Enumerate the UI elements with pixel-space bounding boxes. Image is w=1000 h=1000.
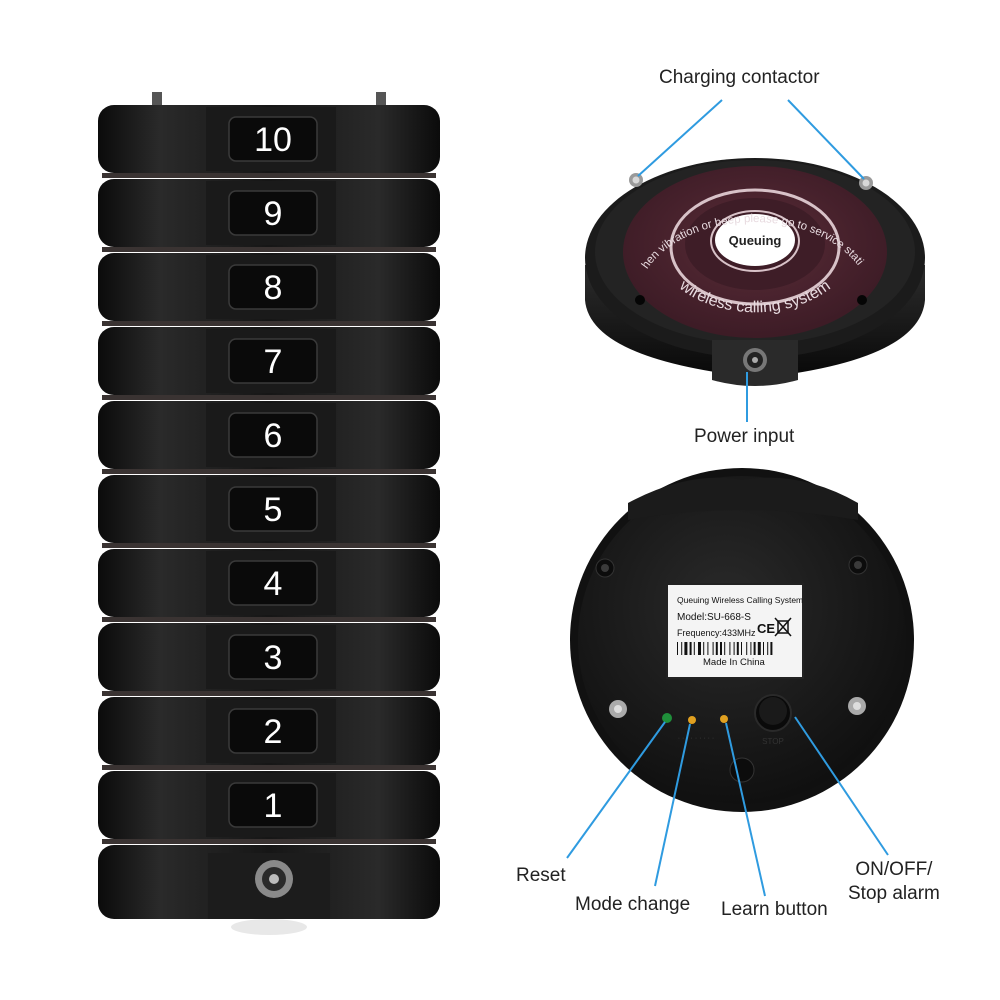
callout-line (787, 99, 865, 180)
number-panel (228, 264, 318, 310)
pager-number: 2 (264, 713, 283, 751)
pager-number: 10 (254, 121, 292, 159)
pager-number: 8 (264, 269, 283, 307)
number-panel (228, 116, 318, 162)
pager-number: 1 (264, 787, 283, 825)
callout-line (725, 722, 766, 897)
pager-number: 3 (264, 639, 283, 677)
callout-reset: Reset (516, 865, 566, 886)
pager-number: 5 (264, 491, 283, 529)
pager-stack: 10 9 8 7 6 5 4 3 2 1 (98, 92, 440, 935)
number-panel (228, 560, 318, 606)
number-panel (228, 782, 318, 828)
number-panel (228, 708, 318, 754)
pager-unit: 9 (98, 179, 440, 252)
callout-line (637, 99, 723, 177)
pager-number: 4 (264, 565, 283, 603)
pager-unit: 3 (98, 623, 440, 696)
power-jack-icon (255, 860, 293, 898)
led-indicator-icon (662, 713, 672, 723)
bottom-view-device: Queuing Wireless Calling System Model:SU… (570, 468, 914, 812)
screw-icon (595, 558, 615, 578)
callout-learn-button: Learn button (721, 899, 828, 920)
label-line: Queuing Wireless Calling System (677, 595, 803, 605)
screw-icon (859, 176, 873, 190)
pager-unit: 5 (98, 475, 440, 548)
pager-unit: 4 (98, 549, 440, 622)
led-indicator-icon (720, 715, 728, 723)
pager-number: 9 (264, 195, 283, 233)
stop-button-icon[interactable] (754, 694, 792, 732)
pin (376, 92, 386, 106)
number-panel (228, 190, 318, 236)
callout-line (654, 723, 691, 887)
made-in-text: Made In China (703, 657, 766, 668)
label-line: Model:SU-668-S (677, 612, 751, 623)
callout-charging-contactor: Charging contactor (659, 67, 820, 88)
svg-text:· · · · · · · · ·: · · · · · · · · · (678, 735, 715, 742)
pager-unit: 8 (98, 253, 440, 326)
number-panel (228, 412, 318, 458)
svg-text:STOP: STOP (762, 737, 784, 746)
number-panel (228, 338, 318, 384)
pager-unit: 7 (98, 327, 440, 400)
center-badge-text: Queuing (729, 233, 782, 248)
callout-line (566, 721, 666, 859)
callout-lines (566, 99, 889, 897)
pager-unit: 6 (98, 401, 440, 474)
number-panel (228, 634, 318, 680)
callout-line (794, 716, 889, 856)
label-line: Frequency:433MHz (677, 628, 756, 638)
barcode (677, 642, 773, 655)
power-jack-icon (743, 348, 767, 372)
pager-unit: 2 (98, 697, 440, 770)
number-panel (228, 486, 318, 532)
led-indicator-icon (688, 716, 696, 724)
weee-bin-icon (774, 617, 792, 637)
ce-mark: CE (757, 621, 775, 636)
pager-number: 7 (264, 343, 283, 381)
screw-icon (629, 173, 643, 187)
callout-power-input: Power input (694, 426, 795, 447)
center-badge (715, 214, 795, 266)
pager-unit: 10 (98, 105, 440, 178)
screw-icon (609, 700, 627, 718)
screw-icon (848, 555, 868, 575)
callout-mode-change: Mode change (575, 894, 691, 915)
callout-on-off-stop-alarm: ON/OFF/ Stop alarm (848, 859, 940, 904)
pager-unit: 1 (98, 771, 440, 844)
screw-icon (848, 697, 866, 715)
pager-number: 6 (264, 417, 283, 455)
pin (152, 92, 162, 106)
